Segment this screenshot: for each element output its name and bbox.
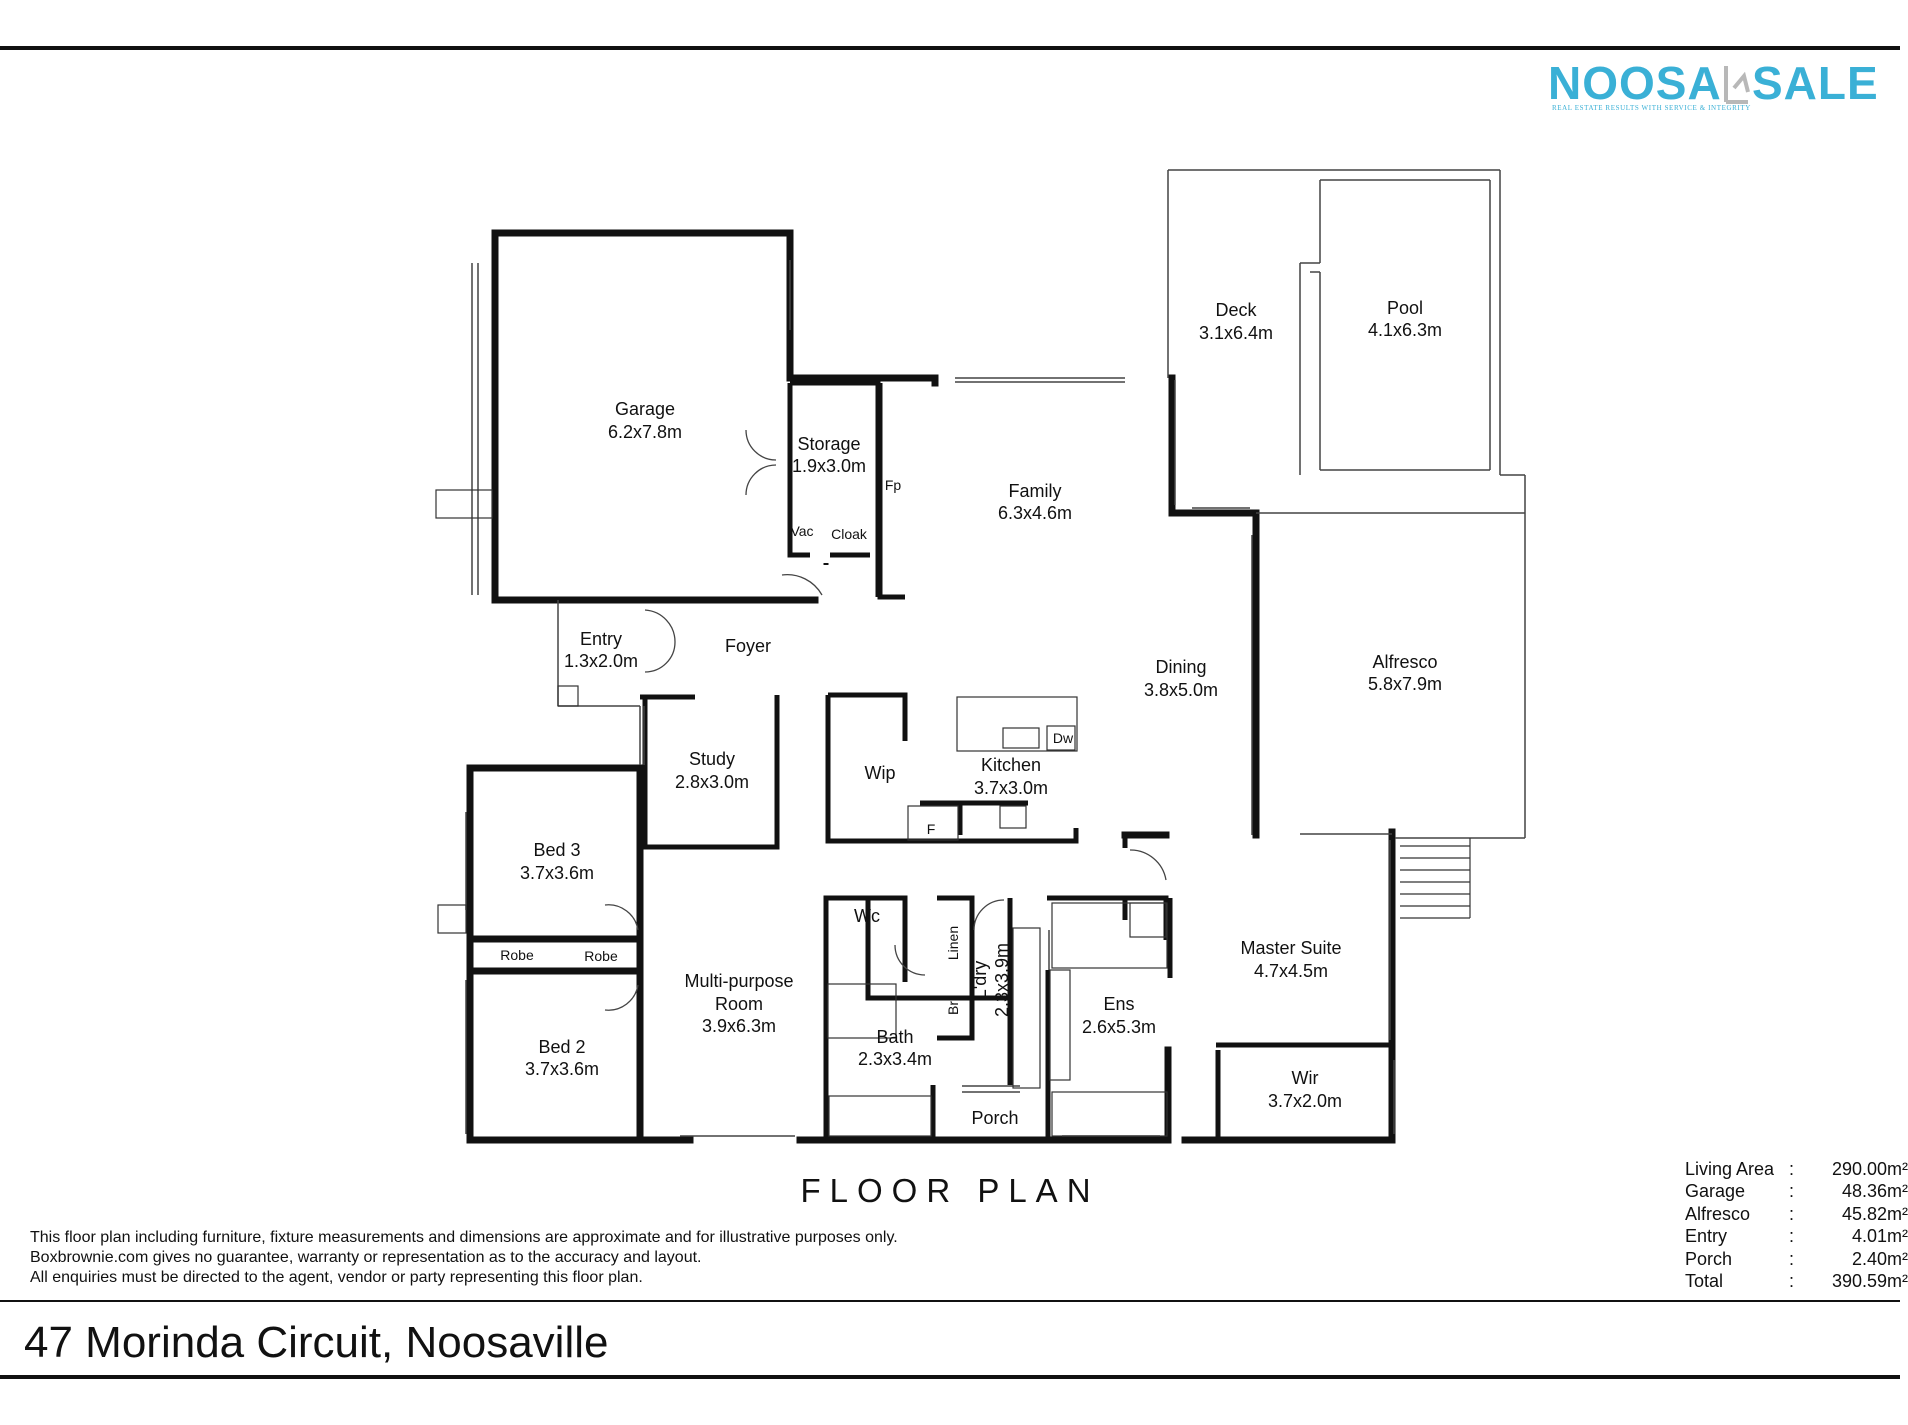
area-value: 48.36m² xyxy=(1841,1181,1908,1202)
exterior-walls xyxy=(466,229,1396,1144)
deck-label: Deck xyxy=(1215,300,1257,320)
interior-walls xyxy=(640,380,1392,1143)
window-lines xyxy=(465,169,1526,1137)
porch-label: Porch xyxy=(971,1108,1018,1128)
linen-label: Linen xyxy=(945,926,961,960)
garage-label: Garage xyxy=(615,399,675,419)
pool-dims: 4.1x6.3m xyxy=(1368,320,1442,340)
area-label: Total xyxy=(1685,1271,1724,1292)
wir-dims: 3.7x2.0m xyxy=(1268,1091,1342,1111)
master-label: Master Suite xyxy=(1240,938,1341,958)
dining-dims: 3.8x5.0m xyxy=(1144,680,1218,700)
area-row: Living Area : 290.00m² xyxy=(1685,1158,1908,1180)
foyer-label: Foyer xyxy=(725,636,771,656)
storage-label: Storage xyxy=(797,434,860,454)
area-sep: : xyxy=(1789,1159,1795,1179)
alfresco-label: Alfresco xyxy=(1372,652,1437,672)
disclaimer-line: Boxbrownie.com gives no guarantee, warra… xyxy=(30,1249,702,1266)
bath-label: Bath xyxy=(876,1027,913,1047)
multi-label-line1: Multi-purpose xyxy=(684,971,793,991)
dishwasher-label: Dw xyxy=(1053,730,1074,746)
bottom-rule xyxy=(0,1375,1900,1379)
logo-mark-icon xyxy=(1724,66,1750,104)
family-dims: 6.3x4.6m xyxy=(998,503,1072,523)
robe2-label: Robe xyxy=(584,948,618,964)
area-summary: Living Area : 290.00m² Garage : 48.36m² … xyxy=(1685,1158,1908,1292)
area-value: 4.01m² xyxy=(1851,1226,1908,1247)
bath-dims: 2.3x3.4m xyxy=(858,1049,932,1069)
ensuite-dims: 2.6x5.3m xyxy=(1082,1017,1156,1037)
area-row: Total : 390.59m² xyxy=(1685,1270,1908,1292)
area-sep: : xyxy=(1789,1226,1795,1247)
area-row: Entry : 4.01m² xyxy=(1685,1225,1908,1247)
entry-dims: 1.3x2.0m xyxy=(564,651,638,671)
area-row: Garage : 48.36m² xyxy=(1685,1180,1908,1202)
deck-dims: 3.1x6.4m xyxy=(1199,323,1273,343)
disclaimer-line: All enquiries must be directed to the ag… xyxy=(30,1269,643,1286)
area-label: Alfresco xyxy=(1685,1203,1751,1224)
disclaimer-line: This floor plan including furniture, fix… xyxy=(30,1229,898,1246)
plan-title: FLOOR PLAN xyxy=(800,1172,1100,1209)
area-sep: : xyxy=(1789,1203,1795,1224)
entry-label: Entry xyxy=(580,629,622,649)
bed2-label: Bed 2 xyxy=(538,1037,585,1057)
broom-label: Br xyxy=(945,1001,961,1015)
area-label: Porch xyxy=(1685,1248,1733,1269)
room-labels: Garage 6.2x7.8m Storage 1.9x3.0m Fp Vac … xyxy=(500,298,1442,1128)
property-address: 47 Morinda Circuit, Noosaville xyxy=(24,1318,609,1367)
area-sep: : xyxy=(1789,1248,1795,1269)
area-value: 2.40m² xyxy=(1851,1248,1908,1269)
fridge-label: F xyxy=(927,821,936,837)
area-label: Entry xyxy=(1685,1226,1728,1247)
multi-dims: 3.9x6.3m xyxy=(702,1016,776,1036)
fireplace-label: Fp xyxy=(885,477,902,493)
robe1-label: Robe xyxy=(500,947,534,963)
ensuite-label: Ens xyxy=(1103,994,1134,1014)
area-row: Alfresco : 45.82m² xyxy=(1685,1203,1908,1225)
area-sep: : xyxy=(1789,1181,1795,1202)
pool-label: Pool xyxy=(1387,298,1423,318)
study-label: Study xyxy=(689,749,735,769)
kitchen-label: Kitchen xyxy=(981,755,1041,775)
alfresco-steps xyxy=(1400,838,1471,919)
wir-label: Wir xyxy=(1292,1068,1319,1088)
storage-dims: 1.9x3.0m xyxy=(792,456,866,476)
top-rule xyxy=(0,46,1900,50)
address-top-rule xyxy=(0,1300,1900,1302)
dining-label: Dining xyxy=(1155,657,1206,677)
logo-word-left: NOOSA xyxy=(1548,57,1722,109)
wip-label: Wip xyxy=(865,763,896,783)
fixtures xyxy=(435,489,1168,1137)
area-value: 390.59m² xyxy=(1831,1271,1908,1292)
master-dims: 4.7x4.5m xyxy=(1254,961,1328,981)
study-dims: 2.8x3.0m xyxy=(675,772,749,792)
vac-label: Vac xyxy=(790,523,813,539)
laundry-label: L'dry xyxy=(970,961,990,999)
multi-label-line2: Room xyxy=(715,994,763,1014)
bed2-dims: 3.7x3.6m xyxy=(525,1059,599,1079)
cloak-label: Cloak xyxy=(831,526,868,542)
area-label: Living Area xyxy=(1685,1159,1775,1179)
area-label: Garage xyxy=(1685,1181,1746,1202)
bed3-dims: 3.7x3.6m xyxy=(520,863,594,883)
wc-label: Wc xyxy=(854,906,880,926)
logo-tagline: REAL ESTATE RESULTS WITH SERVICE & INTEG… xyxy=(1552,104,1751,112)
area-row: Porch : 2.40m² xyxy=(1685,1248,1908,1270)
bed3-label: Bed 3 xyxy=(533,840,580,860)
door-swings xyxy=(604,429,1167,1011)
area-sep: : xyxy=(1789,1271,1795,1292)
logo-word-right: SALE xyxy=(1752,57,1879,109)
laundry-dims: 2.3x3.9m xyxy=(992,943,1012,1017)
disclaimer: This floor plan including furniture, fix… xyxy=(30,1228,1010,1288)
area-value: 45.82m² xyxy=(1841,1203,1908,1224)
garage-dims: 6.2x7.8m xyxy=(608,422,682,442)
area-value: 290.00m² xyxy=(1831,1159,1908,1179)
alfresco-dims: 5.8x7.9m xyxy=(1368,674,1442,694)
agency-logo: NOOSA SALE REAL ESTATE RESULTS WITH SERV… xyxy=(1548,58,1900,114)
family-label: Family xyxy=(1009,481,1062,501)
kitchen-dims: 3.7x3.0m xyxy=(974,778,1048,798)
